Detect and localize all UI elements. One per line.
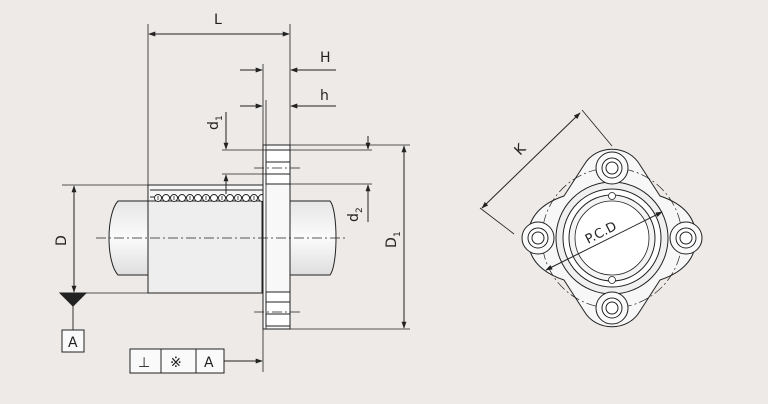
dim-D1-label: D 1: [384, 231, 403, 248]
svg-text:d: d: [206, 121, 222, 130]
dimension-K-line: [481, 112, 581, 209]
svg-text:K: K: [512, 140, 530, 158]
datum-box: [61, 329, 85, 353]
dimension-PCD-line: [545, 211, 663, 271]
dim-H-label: H: [320, 50, 331, 66]
dim-h-label: h: [320, 88, 329, 104]
mounting-hole-right: [669, 221, 703, 255]
svg-text:2: 2: [355, 207, 365, 213]
dim-L-label: L: [214, 12, 222, 28]
svg-text:D: D: [54, 235, 70, 246]
svg-text:1: 1: [393, 231, 403, 237]
svg-text:D: D: [384, 237, 400, 248]
tolerance-perpendicular-symbol: ⊥: [138, 355, 150, 371]
dim-d1-label: d 1: [206, 115, 225, 130]
dim-d2-label: d 2: [346, 207, 365, 222]
tolerance-frame: [129, 329, 264, 374]
mounting-hole-left: [521, 221, 555, 255]
datum-triangle: [58, 292, 88, 307]
datum-label: A: [68, 335, 78, 351]
side-view: [58, 24, 410, 374]
front-view: [479, 109, 703, 328]
mounting-hole-bottom: [595, 291, 629, 325]
svg-text:d: d: [346, 213, 362, 222]
mounting-hole-top: [595, 151, 629, 185]
dim-K-label: K: [512, 140, 530, 158]
dim-D-label: D: [54, 235, 70, 246]
tolerance-value-symbol: ※: [170, 355, 182, 371]
tolerance-datum-ref: A: [204, 355, 214, 371]
svg-text:1: 1: [215, 115, 225, 121]
